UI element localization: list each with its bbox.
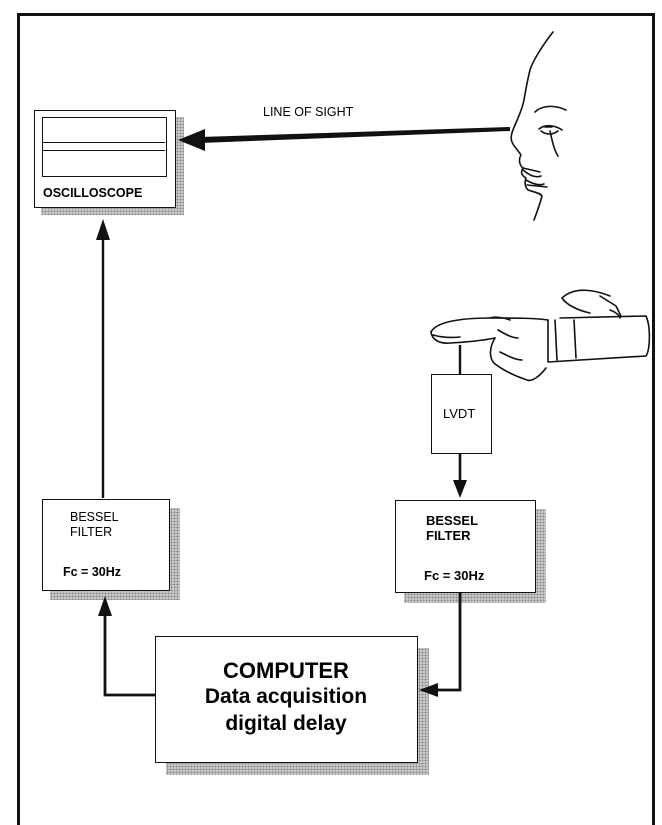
bessel-filter-left-line1: BESSEL	[70, 510, 119, 524]
bessel-filter-left-box: BESSEL FILTER Fc = 30Hz	[42, 499, 170, 591]
oscilloscope-screen	[42, 117, 167, 177]
hand-drawing	[430, 289, 651, 382]
oscilloscope-trace-lower	[43, 150, 165, 152]
bessel-filter-right-box: BESSEL FILTER Fc = 30Hz	[395, 500, 536, 593]
arrow-lvdt-to-bessel	[453, 454, 467, 498]
line-of-sight-label: LINE OF SIGHT	[263, 105, 354, 119]
arrow-bessel-to-computer	[419, 593, 462, 697]
observer-face-drawing	[510, 31, 567, 221]
computer-line2: Data acquisition	[204, 685, 368, 708]
bessel-filter-right-cutoff: Fc = 30Hz	[424, 568, 485, 583]
figure-frame	[17, 13, 655, 825]
lvdt-label: LVDT	[443, 406, 476, 421]
arrow-bessel-to-oscilloscope	[96, 219, 110, 498]
computer-title: COMPUTER	[223, 658, 349, 683]
bessel-filter-left-cutoff: Fc = 30Hz	[63, 565, 122, 579]
bessel-filter-left-line2: FILTER	[70, 525, 113, 539]
line-of-sight-arrow	[178, 127, 510, 151]
computer-line3: digital delay	[225, 712, 347, 735]
oscilloscope-label: OSCILLOSCOPE	[43, 186, 143, 200]
oscilloscope-trace-upper	[43, 142, 165, 144]
arrow-computer-to-bessel	[98, 596, 155, 697]
bessel-filter-right-line2: FILTER	[426, 528, 471, 543]
computer-box: COMPUTER Data acquisition digital delay	[155, 636, 418, 763]
bessel-filter-right-line1: BESSEL	[426, 513, 479, 528]
lvdt-box: LVDT	[431, 374, 492, 454]
oscilloscope-box: OSCILLOSCOPE	[34, 110, 176, 208]
